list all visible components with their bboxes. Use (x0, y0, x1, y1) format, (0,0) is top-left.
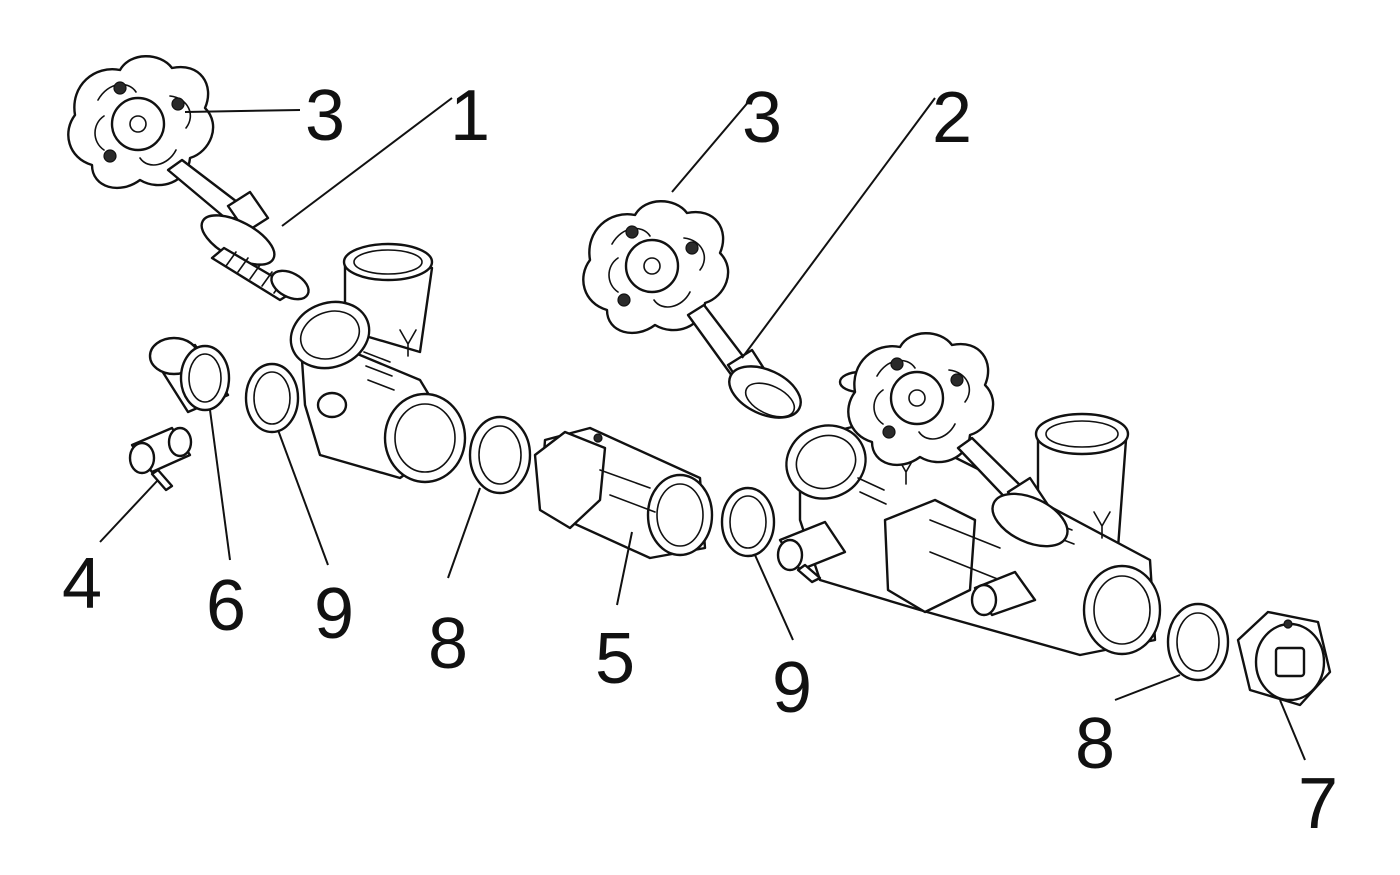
callout-2: 2 (932, 78, 972, 158)
seal-ring-9-left (244, 362, 300, 434)
valve-stem-middle (686, 303, 802, 419)
seal-ring-8-left (468, 415, 532, 495)
callout-5: 5 (595, 619, 635, 699)
callout-4: 4 (62, 544, 102, 624)
callouts: 3 1 3 2 4 6 9 8 5 9 8 7 (62, 76, 1338, 844)
drain-plug (128, 426, 193, 492)
end-cap (1236, 610, 1332, 707)
valve-body-left (289, 242, 467, 484)
seal-ring-9-right (720, 486, 776, 558)
callout-9-left: 9 (314, 574, 354, 654)
callout-3-left: 3 (305, 76, 345, 156)
callout-8-right: 8 (1075, 704, 1115, 784)
callout-9-right: 9 (772, 648, 812, 728)
callout-1: 1 (450, 76, 490, 156)
callout-8-left: 8 (428, 604, 468, 684)
union-connector (533, 426, 714, 560)
handwheel-left (67, 55, 215, 190)
callout-6: 6 (206, 566, 246, 646)
handwheel-middle (582, 200, 730, 335)
side-plug-right-b (970, 570, 1037, 617)
leader-lines (99, 97, 1306, 761)
spring-cartridge-left (200, 214, 310, 302)
reducer-bushing (148, 336, 231, 414)
callout-3-middle: 3 (742, 78, 782, 158)
seal-ring-8-right (1166, 602, 1230, 682)
side-plug-right-a (776, 520, 847, 584)
handwheel-right (847, 332, 995, 467)
callout-7: 7 (1298, 764, 1338, 844)
valve-stem-right (956, 436, 1069, 548)
